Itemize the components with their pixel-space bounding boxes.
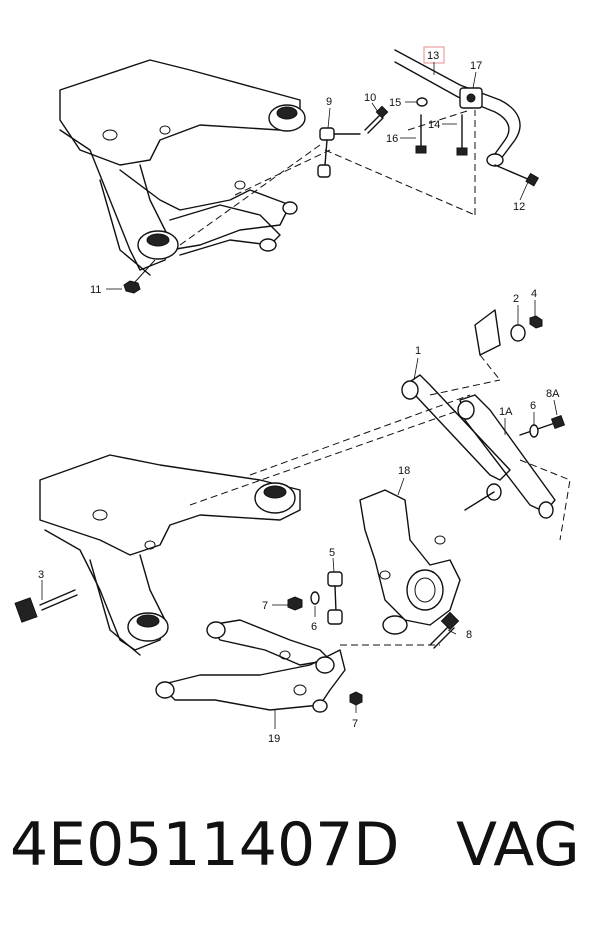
callout-6-upper: 6	[530, 400, 536, 412]
callout-19: 19	[268, 733, 280, 745]
callout-18: 18	[398, 465, 410, 477]
brand-name: VAG	[456, 810, 580, 880]
bolt-10	[364, 105, 389, 134]
callout-6-lower: 6	[311, 621, 317, 633]
bolt-8	[429, 611, 460, 649]
bolt-8A	[519, 414, 566, 438]
callout-7-lower: 7	[352, 718, 358, 730]
callout-10: 10	[364, 92, 376, 104]
callout-1: 1	[415, 345, 421, 357]
bracket-2-4	[474, 309, 543, 356]
wheel-carrier-18	[359, 489, 461, 635]
callout-9: 9	[326, 96, 332, 108]
footer: 4E0511407D VAG	[0, 810, 600, 900]
stabilizer-bar-13	[394, 49, 540, 187]
callout-3: 3	[38, 569, 44, 581]
callout-11: 11	[90, 284, 101, 296]
callout-12: 12	[513, 201, 525, 213]
leader-lines	[41, 62, 558, 729]
nut-7-washer-6	[287, 591, 320, 611]
callout-16: 16	[386, 133, 398, 145]
callout-5: 5	[329, 547, 335, 559]
upper-dashed-guides	[179, 109, 476, 246]
callout-8A: 8A	[546, 388, 560, 400]
callout-7-upper: 7	[262, 600, 268, 612]
callout-2: 2	[513, 293, 519, 305]
lower-control-arm-19	[155, 619, 363, 713]
callout-17: 17	[470, 60, 482, 72]
callout-labels: 13 17 9 10 15 16 14 12 11 2 4 1 8A 6 1A …	[38, 50, 560, 745]
callout-14: 14	[428, 119, 440, 131]
callout-15: 15	[389, 97, 401, 109]
callout-4: 4	[531, 288, 537, 300]
part-number: 4E0511407D	[10, 810, 400, 880]
control-link-1	[401, 374, 511, 511]
lower-subframe	[39, 454, 301, 656]
lower-dashed-guides	[189, 354, 571, 646]
callout-8: 8	[466, 629, 472, 641]
callout-1A: 1A	[499, 406, 513, 418]
coupling-rod-9	[317, 127, 361, 178]
upper-subframe	[59, 59, 306, 294]
bolt-3	[14, 589, 78, 623]
callout-13: 13	[427, 50, 439, 62]
coupling-rod-5	[327, 571, 343, 625]
control-link-1A	[457, 394, 556, 519]
